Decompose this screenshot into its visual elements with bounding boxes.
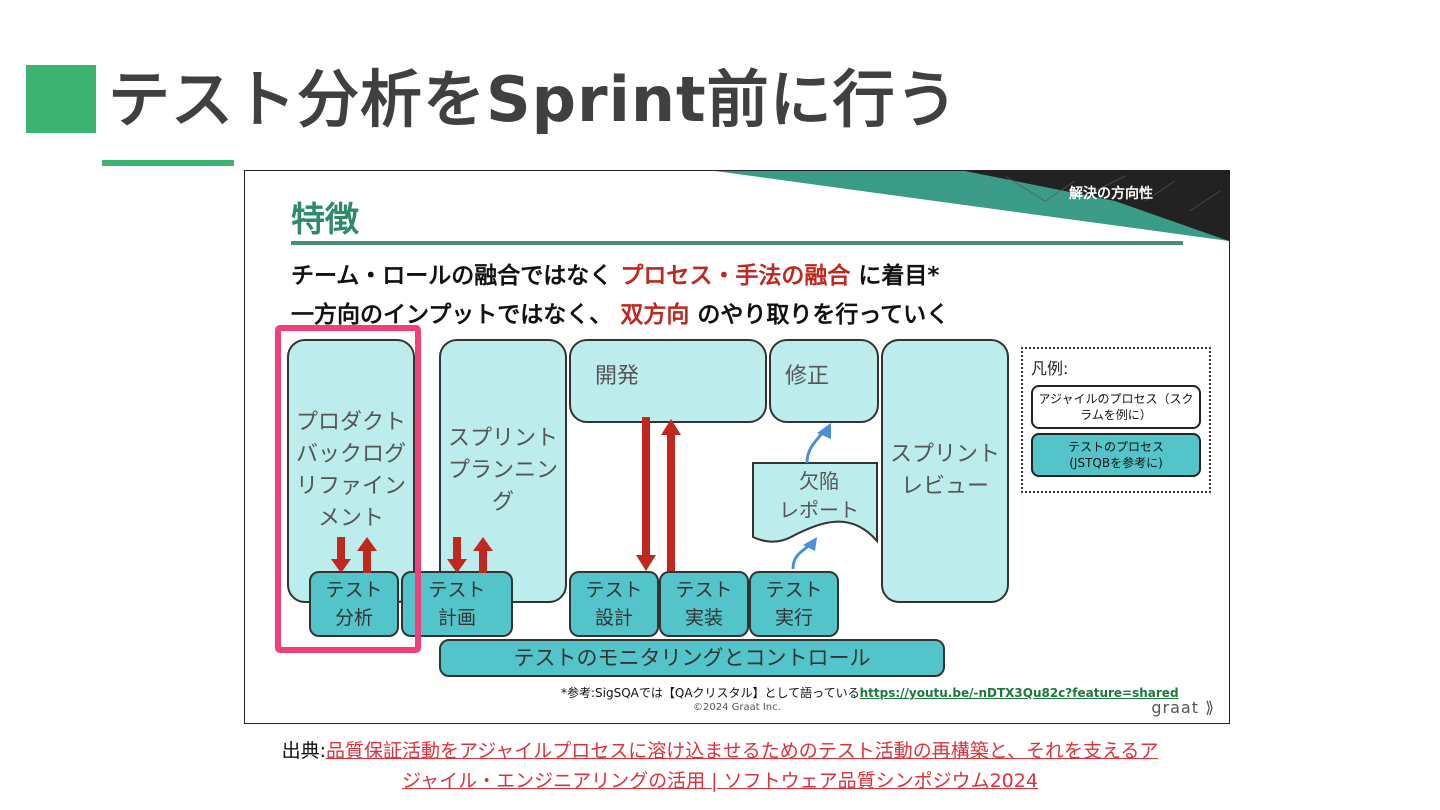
footnote-text: *参考:SigSQAでは【QAクリスタル】として語っている (561, 686, 860, 700)
headline-1-emphasis: プロセス・手法の融合 (620, 263, 851, 289)
legend-item-test-process: テストのプロセス (JSTQBを参考に) (1031, 433, 1201, 477)
arrow-down-red (636, 417, 656, 571)
source-link[interactable]: 品質保証活動をアジャイルプロセスに溶け込ませるためのテスト活動の再構築と、それを… (326, 740, 1158, 792)
brand-logo: graat ⟫ (1151, 698, 1215, 717)
headline-2-part-a: 一方向のインプットではなく、 (291, 302, 621, 328)
source-link-line-1: 品質保証活動をアジャイルプロセスに溶け込ませるためのテスト活動の再構築と、それを… (326, 740, 1159, 762)
footnote: *参考:SigSQAでは【QAクリスタル】として語っているhttps://you… (561, 684, 1179, 701)
box-test-execution: テスト 実行 (749, 571, 839, 637)
headline-1-part-a: チーム・ロールの融合ではなく (291, 263, 621, 289)
arrow-down-red (447, 537, 467, 573)
box-product-backlog-refinement: プロダクト バックログ リファイン メント (287, 339, 415, 603)
slide-banner-graphic (715, 171, 1229, 241)
copyright: ©2024 Graat Inc. (693, 702, 781, 713)
box-test-monitoring-control: テストのモニタリングとコントロール (439, 639, 945, 677)
bug-report-shape (752, 462, 878, 544)
source-citation: 出典:品質保証活動をアジャイルプロセスに溶け込ませるためのテスト活動の再構築と、… (0, 736, 1440, 796)
legend-box: 凡例: アジャイルのプロセス（スク ラムを例に） テストのプロセス (JSTQB… (1021, 347, 1211, 493)
bug-report-label: 欠陥 レポート (779, 469, 859, 522)
box-sprint-review: スプリント レビュー (881, 339, 1009, 603)
highlight-frame (275, 325, 421, 653)
arrow-down-red (331, 537, 351, 573)
headline-1: チーム・ロールの融合ではなく プロセス・手法の融合 に着目* (291, 260, 939, 292)
banner-label: 解決の方向性 (1069, 186, 1153, 202)
title-underline (102, 160, 234, 166)
box-test-analysis: テスト 分析 (309, 571, 399, 637)
box-test-design: テスト 設計 (569, 571, 659, 637)
source-label: 出典: (281, 740, 326, 762)
legend-title: 凡例: (1031, 359, 1069, 378)
flow-arrows (331, 417, 831, 573)
legend-item-agile-process: アジャイルのプロセス（スク ラムを例に） (1031, 385, 1201, 429)
source-link-line-2: ジャイル・エンジニアリングの活用 | ソフトウェア品質シンポジウム2024 (402, 770, 1038, 792)
headline-1-part-c: に着目* (850, 263, 940, 289)
heading-rule (291, 241, 1183, 245)
headline-2: 一方向のインプットではなく、 双方向 のやり取りを行っていく (291, 299, 949, 331)
page-title: テスト分析をSprint前に行う (108, 63, 959, 136)
footnote-link[interactable]: https://youtu.be/-nDTX3Qu82c?feature=sha… (859, 686, 1179, 700)
title-accent-square (26, 65, 96, 133)
arrow-up-red (661, 419, 681, 571)
headline-2-part-c: のやり取りを行っていく (689, 302, 950, 328)
slide-heading: 特徴 (291, 200, 359, 240)
embedded-slide: 解決の方向性 特徴 チーム・ロールの融合ではなく プロセス・手法の融合 に着目*… (244, 170, 1230, 724)
arrow-up-red (473, 537, 493, 573)
arrow-up-red (357, 537, 377, 573)
box-fix: 修正 (769, 339, 879, 423)
box-development: 開発 (569, 339, 767, 423)
headline-2-emphasis: 双方向 (620, 302, 690, 328)
box-test-implementation: テスト 実装 (659, 571, 749, 637)
